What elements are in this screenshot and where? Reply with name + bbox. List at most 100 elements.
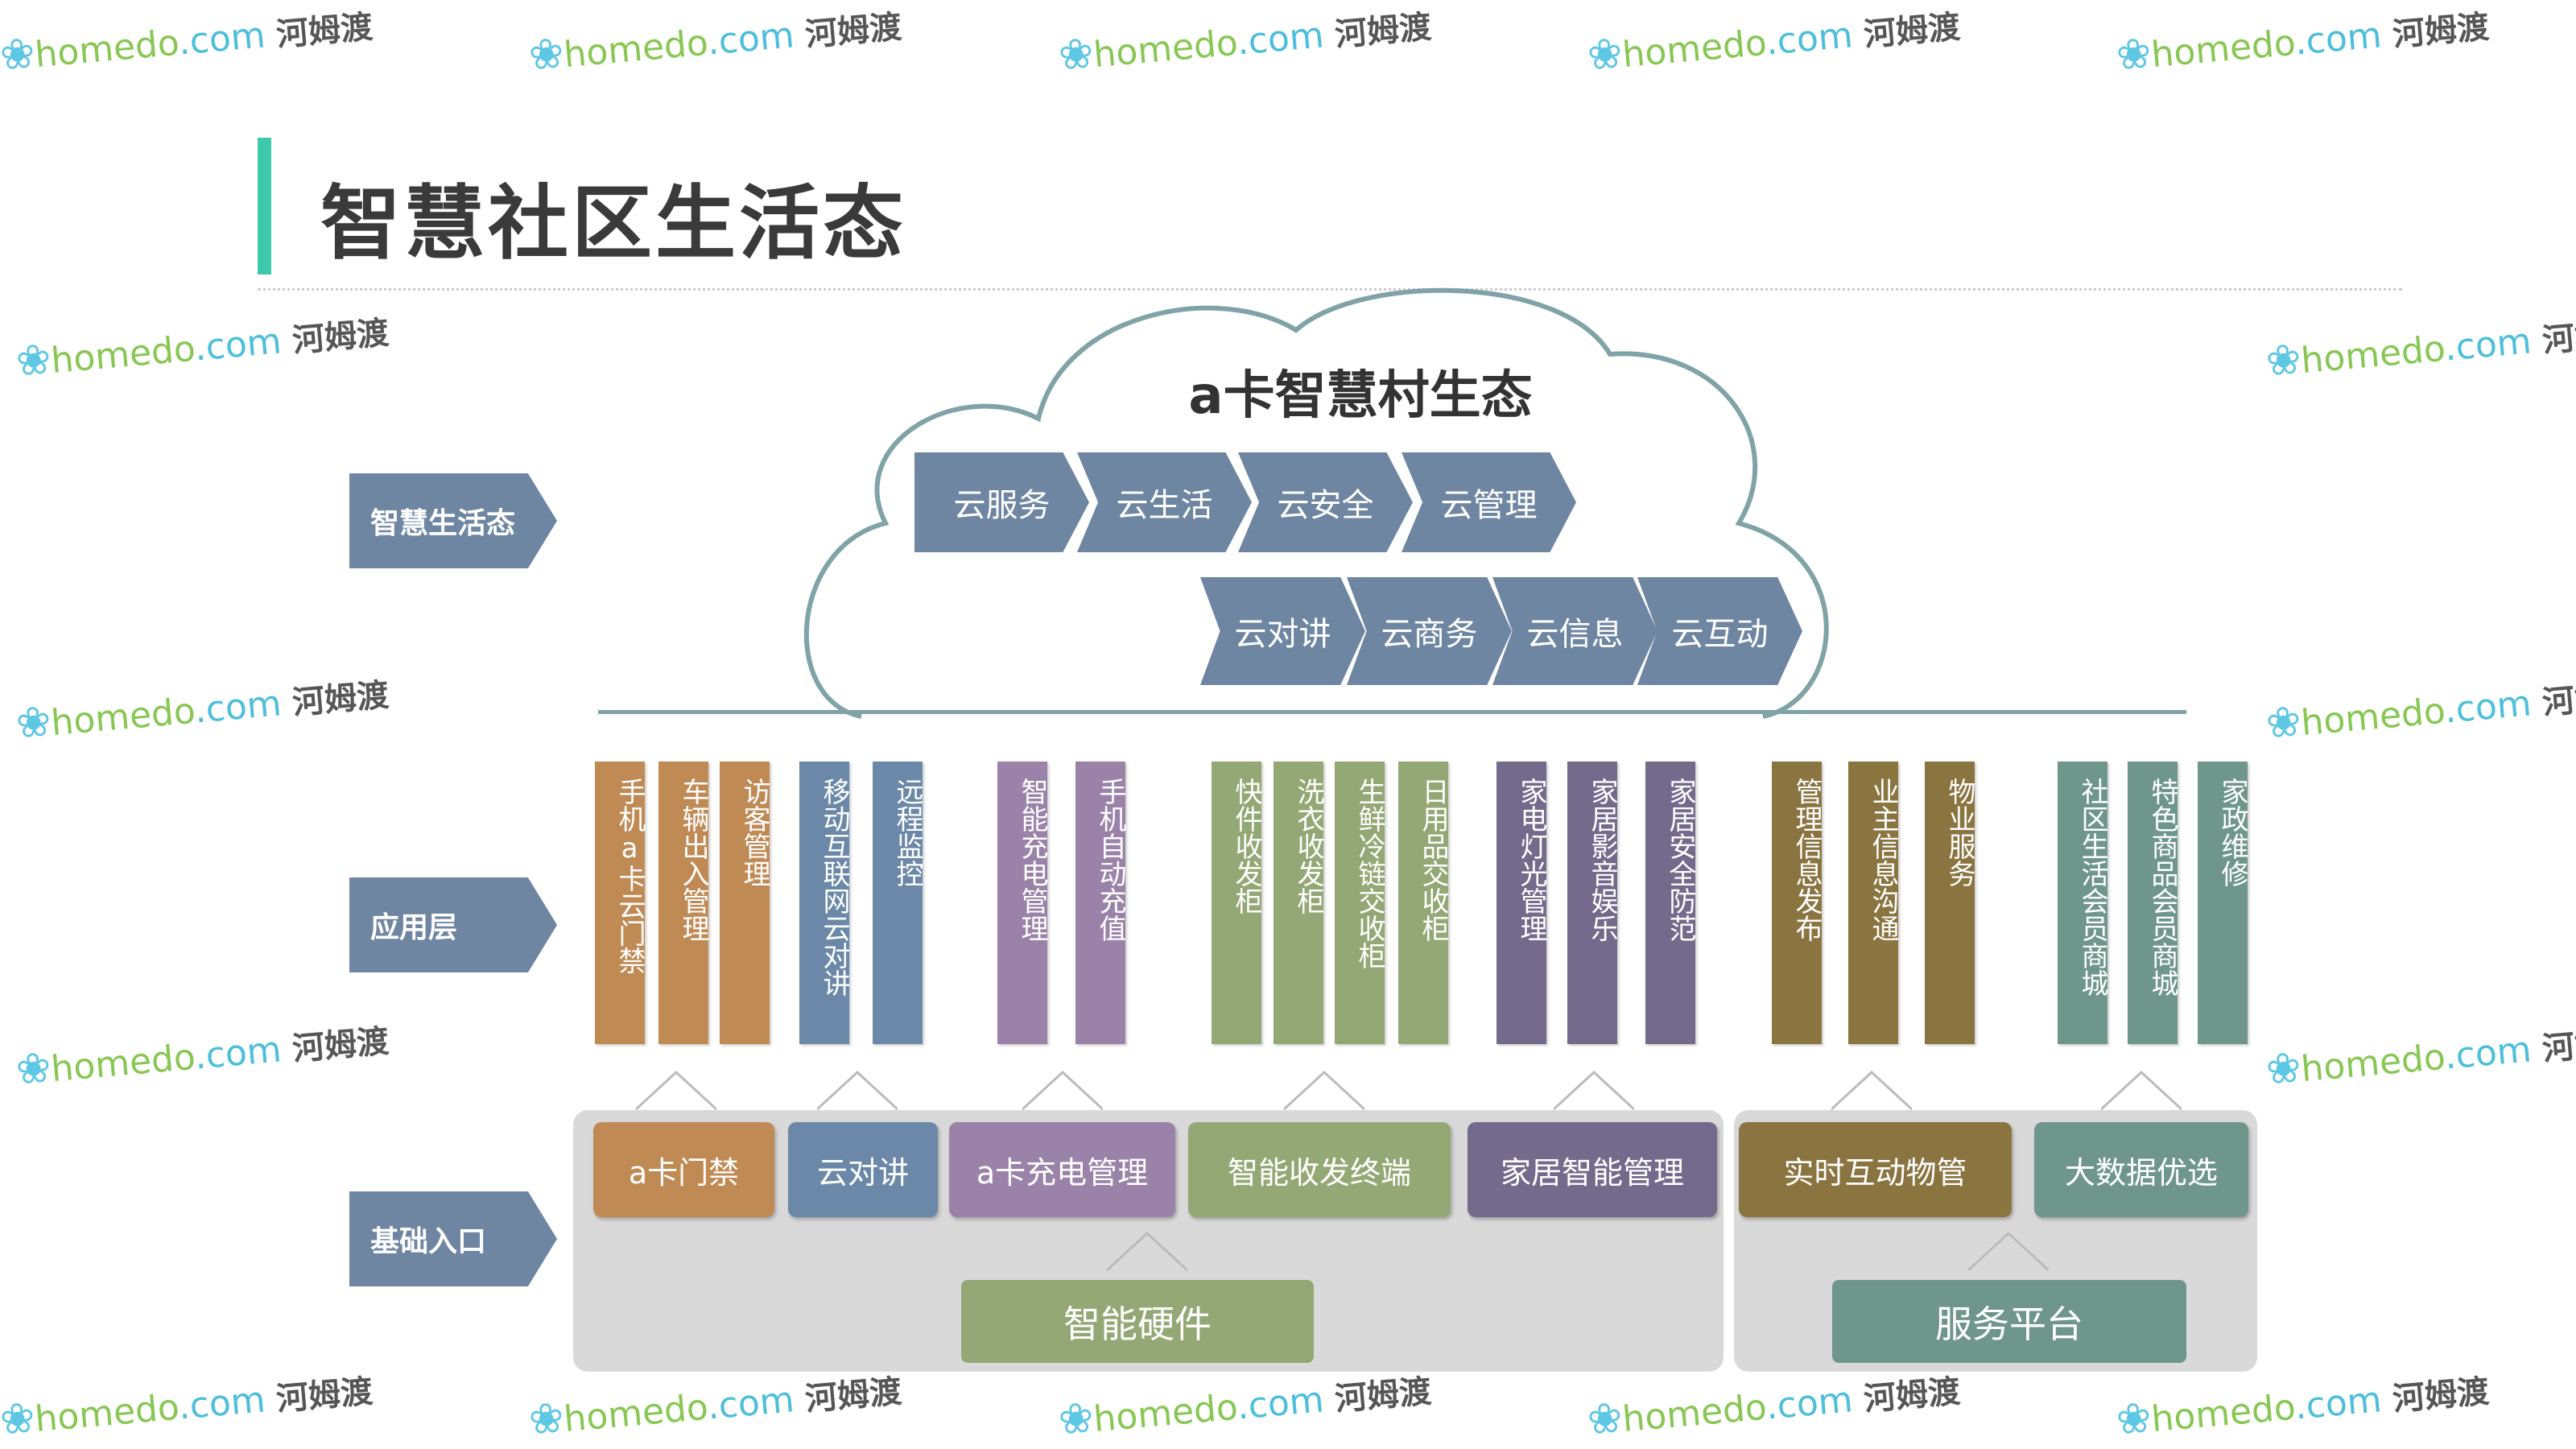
connector-caret bbox=[1282, 1070, 1366, 1111]
watermark-brand: homedo bbox=[1092, 1386, 1240, 1441]
watermark: ❀homedo.com 河姆渡 bbox=[2114, 0, 2491, 80]
base-entry-button: 智能收发终端 bbox=[1188, 1122, 1451, 1217]
flower-logo-icon: ❀ bbox=[2264, 697, 2304, 749]
application-bar: 家居安全防范 bbox=[1645, 762, 1696, 1044]
application-bar: 家政维修 bbox=[2198, 762, 2248, 1044]
watermark-domain: .com bbox=[705, 1379, 796, 1428]
watermark-brand: homedo bbox=[562, 22, 710, 76]
watermark-domain: .com bbox=[2442, 320, 2533, 369]
watermark: ❀homedo.com 河姆渡 bbox=[1056, 1364, 1433, 1445]
watermark-domain: .com bbox=[176, 14, 267, 64]
connector-caret bbox=[815, 1070, 899, 1111]
cloud-service-chevron: 云服务 bbox=[914, 452, 1089, 552]
application-bar: 移动互联网云对讲 bbox=[799, 762, 850, 1044]
cloud-service-chevron: 云商务 bbox=[1347, 577, 1512, 685]
connector-caret bbox=[1830, 1070, 1913, 1111]
watermark-cn: 河姆渡 bbox=[275, 1373, 374, 1418]
base-entry-button: a卡门禁 bbox=[593, 1122, 774, 1217]
watermark-brand: homedo bbox=[49, 1036, 197, 1091]
watermark-brand: homedo bbox=[1620, 22, 1769, 76]
cloud-service-chevron: 云管理 bbox=[1402, 452, 1576, 552]
watermark: ❀homedo.com 河姆渡 bbox=[2264, 1014, 2576, 1095]
watermark-brand: homedo bbox=[2299, 690, 2447, 745]
watermark-cn: 河姆渡 bbox=[2541, 314, 2576, 360]
watermark-brand: homedo bbox=[1092, 22, 1240, 76]
watermark-cn: 河姆渡 bbox=[291, 1022, 390, 1068]
side-label-application-layer: 应用层 bbox=[349, 877, 557, 972]
watermark-domain: .com bbox=[1235, 14, 1326, 64]
watermark-brand: homedo bbox=[1620, 1386, 1769, 1441]
side-label-base-entry: 基础入口 bbox=[349, 1191, 557, 1286]
application-bar: 洗衣收发柜 bbox=[1274, 762, 1324, 1044]
cloud-service-chevron: 云信息 bbox=[1492, 577, 1657, 685]
base-entry-button: a卡充电管理 bbox=[949, 1122, 1175, 1217]
cloud-service-chevron: 云对讲 bbox=[1200, 577, 1365, 685]
watermark-brand: homedo bbox=[33, 22, 181, 76]
watermark-domain: .com bbox=[2442, 683, 2533, 732]
side-label-smart-life: 智慧生活态 bbox=[349, 473, 557, 568]
watermark: ❀homedo.com 河姆渡 bbox=[1585, 1364, 1962, 1445]
flower-logo-icon: ❀ bbox=[1585, 1393, 1625, 1445]
cloud-service-chevron: 云互动 bbox=[1637, 577, 1802, 685]
watermark-domain: .com bbox=[176, 1379, 267, 1428]
watermark-domain: .com bbox=[705, 14, 796, 64]
watermark: ❀homedo.com 河姆渡 bbox=[526, 0, 903, 80]
watermark-brand: homedo bbox=[49, 690, 197, 745]
watermark-cn: 河姆渡 bbox=[803, 8, 903, 54]
watermark: ❀homedo.com 河姆渡 bbox=[0, 1364, 374, 1445]
application-bar: 特色商品会员商城 bbox=[2128, 762, 2178, 1044]
watermark: ❀homedo.com 河姆渡 bbox=[526, 1364, 903, 1445]
application-bar: 车辆出入管理 bbox=[658, 762, 709, 1044]
watermark-domain: .com bbox=[2293, 1379, 2384, 1428]
watermark-brand: homedo bbox=[2299, 1036, 2447, 1091]
watermark: ❀homedo.com 河姆渡 bbox=[1056, 0, 1433, 80]
base-entry-button: 家居智能管理 bbox=[1468, 1122, 1717, 1217]
watermark-cn: 河姆渡 bbox=[275, 8, 374, 54]
cloud-service-chevron: 云安全 bbox=[1238, 452, 1413, 552]
flower-logo-icon: ❀ bbox=[14, 1043, 54, 1095]
flower-logo-icon: ❀ bbox=[526, 29, 567, 80]
base-entry-button: 大数据优选 bbox=[2034, 1122, 2248, 1217]
flower-logo-icon: ❀ bbox=[1056, 1393, 1096, 1445]
watermark: ❀homedo.com 河姆渡 bbox=[14, 668, 390, 749]
watermark: ❀homedo.com 河姆渡 bbox=[0, 0, 374, 80]
watermark-domain: .com bbox=[2293, 14, 2384, 64]
base-entry-button: 云对讲 bbox=[788, 1122, 938, 1217]
application-bar: 智能充电管理 bbox=[997, 762, 1048, 1044]
watermark-brand: homedo bbox=[2299, 328, 2447, 382]
watermark-cn: 河姆渡 bbox=[1333, 1373, 1433, 1418]
application-bar: 访客管理 bbox=[720, 762, 770, 1044]
application-bar: 社区生活会员商城 bbox=[2058, 762, 2108, 1044]
watermark-cn: 河姆渡 bbox=[2391, 1373, 2491, 1418]
flower-logo-icon: ❀ bbox=[2114, 1393, 2154, 1445]
application-bar: 物业服务 bbox=[1925, 762, 1975, 1044]
watermark-cn: 河姆渡 bbox=[1333, 8, 1433, 54]
watermark-brand: homedo bbox=[562, 1386, 710, 1441]
watermark-domain: .com bbox=[1235, 1379, 1326, 1428]
flower-logo-icon: ❀ bbox=[2264, 335, 2304, 386]
watermark-domain: .com bbox=[1764, 14, 1855, 64]
watermark-domain: .com bbox=[192, 1029, 283, 1078]
watermark-brand: homedo bbox=[2149, 1386, 2297, 1441]
watermark-domain: .com bbox=[2442, 1029, 2533, 1078]
flower-logo-icon: ❀ bbox=[14, 335, 54, 386]
cloud-service-chevron: 云生活 bbox=[1077, 452, 1252, 552]
watermark-cn: 河姆渡 bbox=[291, 314, 390, 360]
watermark-brand: homedo bbox=[49, 328, 197, 382]
cloud-title: a卡智慧村生态 bbox=[1188, 366, 1533, 426]
connector-caret bbox=[1021, 1070, 1104, 1111]
connector-caret bbox=[1967, 1231, 2050, 1272]
connector-caret bbox=[1552, 1070, 1636, 1111]
platform-box: 智能硬件 bbox=[961, 1280, 1314, 1363]
platform-box: 服务平台 bbox=[1832, 1280, 2186, 1363]
application-bar: 日用品交收柜 bbox=[1398, 762, 1449, 1044]
title-accent-bar bbox=[258, 138, 271, 275]
watermark-cn: 河姆渡 bbox=[2541, 1022, 2576, 1068]
application-bar: 家电灯光管理 bbox=[1496, 762, 1547, 1044]
watermark-domain: .com bbox=[192, 320, 283, 369]
application-bar: 家居影音娱乐 bbox=[1567, 762, 1618, 1044]
application-bar: 业主信息沟通 bbox=[1848, 762, 1899, 1044]
watermark-domain: .com bbox=[192, 683, 283, 732]
watermark-cn: 河姆渡 bbox=[803, 1373, 903, 1418]
flower-logo-icon: ❀ bbox=[526, 1393, 567, 1445]
